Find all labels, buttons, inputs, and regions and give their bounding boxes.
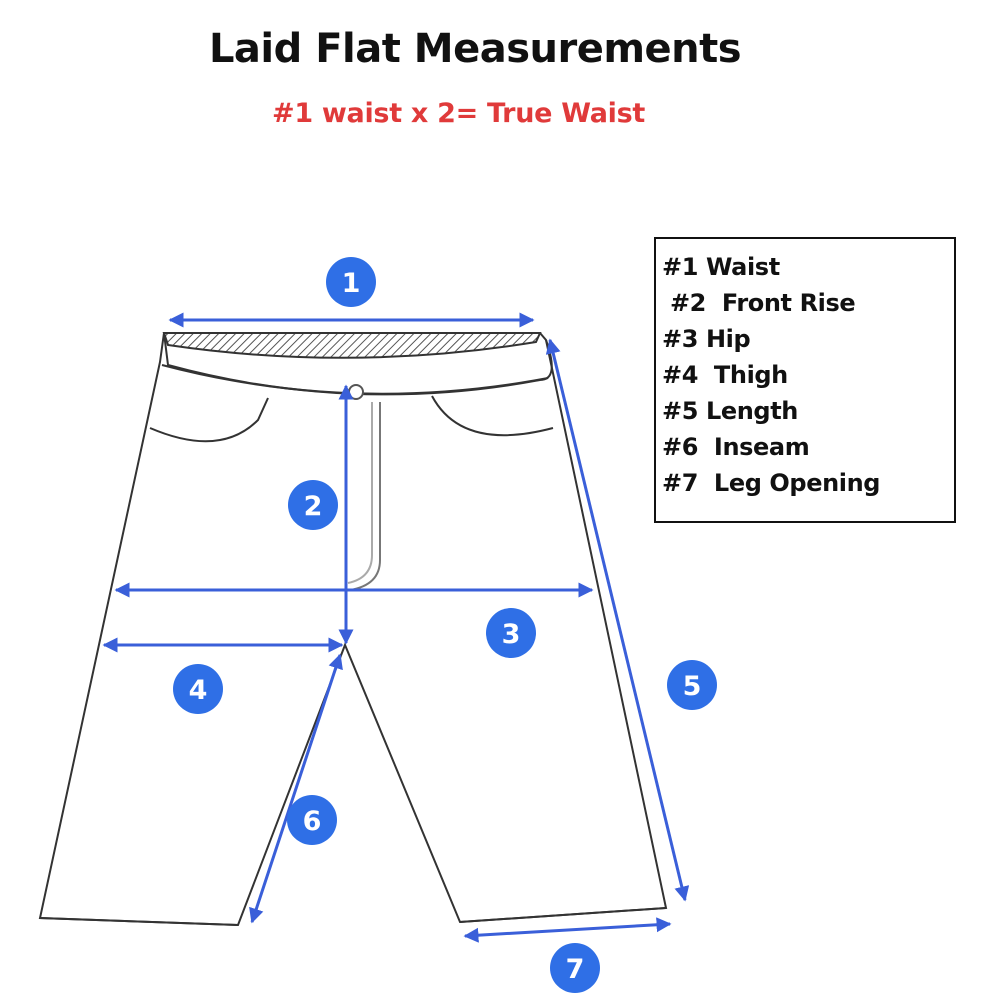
badge-4-label: 4 <box>189 675 208 706</box>
shorts-outline <box>38 332 668 927</box>
fly-stitch-inner <box>347 402 373 584</box>
badge-2: 2 <box>288 480 338 530</box>
shorts-body <box>38 332 668 927</box>
waistband-hatch <box>162 332 542 359</box>
badge-6-label: 6 <box>303 806 322 837</box>
badge-4: 4 <box>173 664 223 714</box>
true-waist-note: #1 waist x 2= True Waist <box>272 98 646 129</box>
badge-1-label: 1 <box>342 268 361 299</box>
fly-stitch <box>349 402 381 591</box>
right-hem <box>459 907 667 923</box>
measurement-legend: #1 Waist #2 Front Rise #3 Hip #4 Thigh #… <box>654 237 956 523</box>
badge-5-label: 5 <box>683 671 702 702</box>
badge-3: 3 <box>486 608 536 658</box>
length-line <box>545 338 690 902</box>
inseam-line <box>249 653 343 924</box>
legend-item-waist: #1 Waist <box>662 253 780 281</box>
legend-item-leg-opening: #7 Leg Opening <box>662 469 881 497</box>
measurement-lines <box>102 312 690 943</box>
waist-button <box>348 384 364 400</box>
badge-2-label: 2 <box>304 491 323 522</box>
legend-item-inseam: #6 Inseam <box>662 433 810 461</box>
left-pocket <box>149 397 269 443</box>
badge-7-label: 7 <box>566 954 585 985</box>
right-pocket <box>431 395 554 437</box>
legend-item-length: #5 Length <box>662 397 798 425</box>
legend-item-thigh: #4 Thigh <box>662 361 788 389</box>
badge-5: 5 <box>667 660 717 710</box>
left-hem <box>39 917 239 926</box>
legend-item-front-rise: #2 Front Rise <box>662 289 856 317</box>
badge-1: 1 <box>326 257 376 307</box>
page-title: Laid Flat Measurements <box>208 26 742 72</box>
badge-7: 7 <box>550 943 600 993</box>
leg-opening-line <box>463 917 672 943</box>
badge-6: 6 <box>287 795 337 845</box>
legend-item-hip: #3 Hip <box>662 325 751 353</box>
badge-3-label: 3 <box>502 619 521 650</box>
